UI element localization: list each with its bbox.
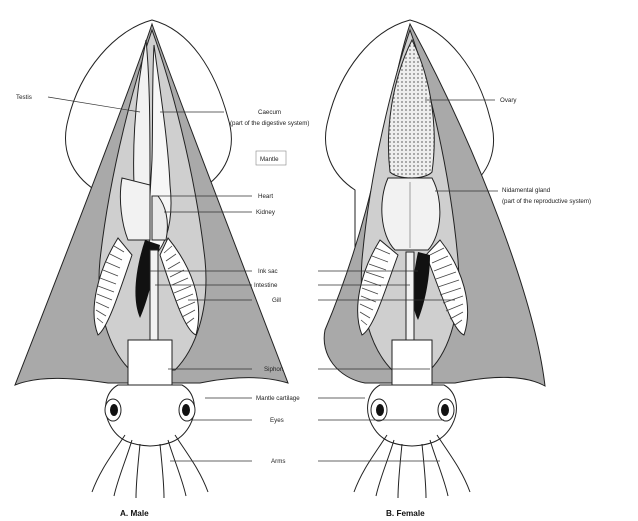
label-nidamental-note: (part of the reproductive system): [502, 198, 591, 205]
label-testis: Testis: [16, 94, 32, 101]
female-eye-right-pupil: [441, 404, 449, 416]
female-intestine: [406, 252, 414, 345]
male-squid: [15, 20, 288, 498]
male-intestine: [150, 250, 158, 345]
caption-male: A. Male: [120, 509, 149, 518]
label-ovary: Ovary: [500, 97, 517, 104]
label-mantle-cartilage: Mantle cartilage: [256, 395, 300, 402]
label-arms: Arms: [271, 458, 285, 465]
female-eye-left-pupil: [376, 404, 384, 416]
caption-female: B. Female: [386, 509, 425, 518]
label-nidamental-gland: Nidamental gland: [502, 187, 551, 194]
label-kidney: Kidney: [256, 209, 276, 216]
label-gill: Gill: [272, 297, 281, 304]
label-intestine: Intestine: [254, 282, 278, 289]
female-nidamental-gland: [382, 178, 440, 250]
label-mantle: Mantle: [260, 156, 279, 163]
label-heart: Heart: [258, 193, 273, 200]
female-squid: [324, 20, 545, 498]
male-eye-right-pupil: [182, 404, 190, 416]
label-siphon: Siphon: [264, 366, 284, 373]
label-ink-sac: Ink sac: [258, 268, 278, 275]
male-eye-left-pupil: [110, 404, 118, 416]
male-heart-kidney: [120, 178, 150, 240]
label-caecum-note: (part of the digestive system): [230, 120, 309, 127]
label-caecum: Caecum: [258, 109, 281, 116]
label-eyes: Eyes: [270, 417, 284, 424]
